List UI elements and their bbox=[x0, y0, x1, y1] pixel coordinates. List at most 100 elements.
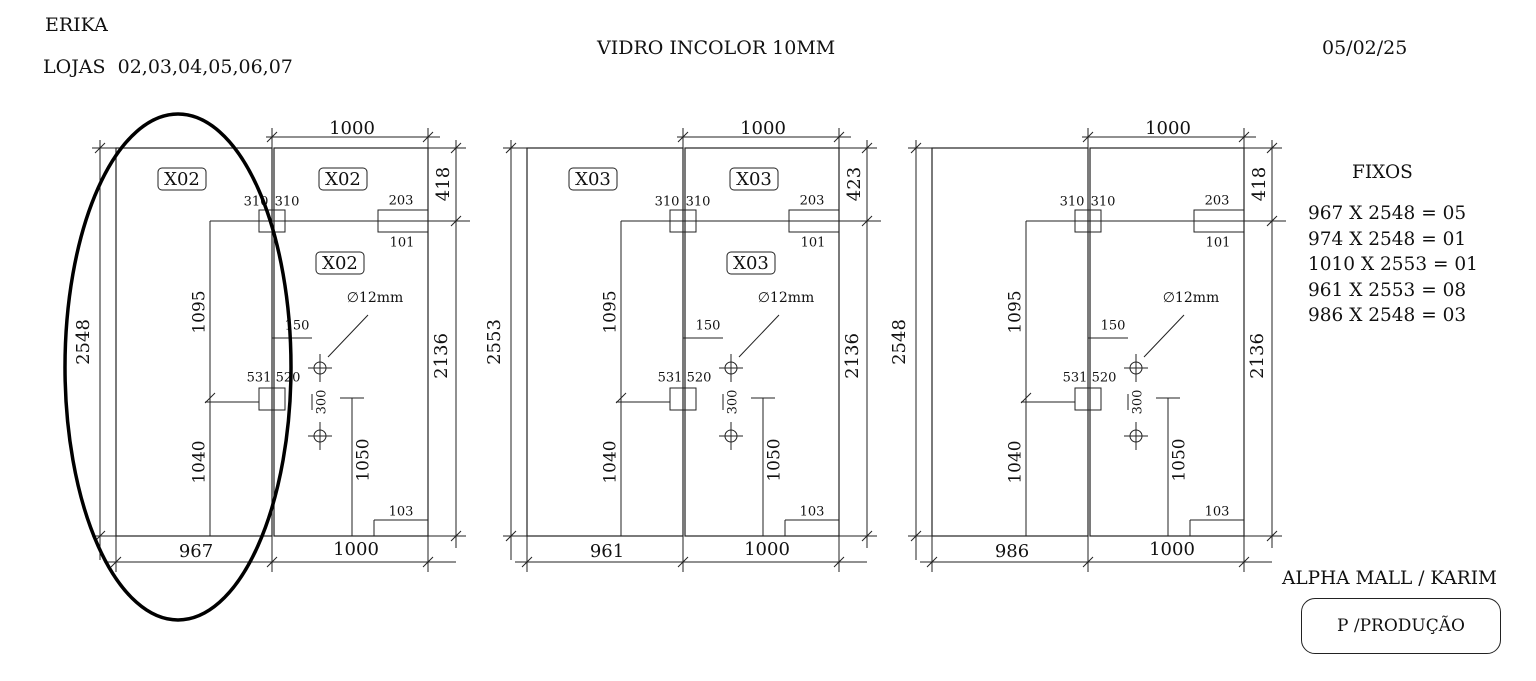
dim-tick bbox=[94, 142, 106, 154]
hole-spacing-label: 300 bbox=[1131, 390, 1146, 415]
piece-label: X03 bbox=[736, 169, 772, 190]
hole-spacing-label: 300 bbox=[726, 390, 741, 415]
piece-label-box bbox=[315, 251, 365, 275]
dim-tick bbox=[615, 392, 627, 404]
bottom-right-width-label: 1000 bbox=[744, 539, 790, 560]
hinge-mid-right-label: 520 bbox=[1092, 371, 1117, 386]
dim-tick bbox=[1238, 131, 1250, 143]
fixed-glass-panel bbox=[931, 147, 1089, 537]
upper-dim-label: 1095 bbox=[601, 290, 621, 333]
bottom-right-width-label: 1000 bbox=[1149, 539, 1195, 560]
hole-leader bbox=[1143, 314, 1185, 358]
dim-tick bbox=[266, 556, 278, 568]
mid-hinge-box bbox=[1074, 387, 1102, 411]
top-width-label: 1000 bbox=[1145, 118, 1191, 139]
top-clamp-box bbox=[377, 209, 429, 233]
upper-dim-label: 1095 bbox=[190, 290, 210, 333]
dim-tick bbox=[1266, 530, 1278, 542]
clamp-top-label: 203 bbox=[1205, 194, 1230, 209]
dim-tick bbox=[1238, 556, 1250, 568]
top-right-height-label: 423 bbox=[844, 167, 865, 201]
mid-hinge-box bbox=[258, 387, 286, 411]
dim-tick bbox=[910, 142, 922, 154]
overall-height-label: 2548 bbox=[889, 319, 910, 365]
top-right-height-label: 418 bbox=[1249, 167, 1270, 201]
overall-height-label: 2548 bbox=[73, 319, 94, 365]
right-height-label: 2136 bbox=[1247, 333, 1268, 379]
fixed-glass-panel bbox=[526, 147, 684, 537]
lower-dim-label: 1040 bbox=[190, 440, 210, 483]
fixed-glass-panel bbox=[115, 147, 273, 537]
clamp-bottom-label: 101 bbox=[1206, 236, 1231, 251]
dim-tick bbox=[1082, 556, 1094, 568]
top-right-height-label: 418 bbox=[433, 167, 454, 201]
right-height-label: 2136 bbox=[842, 333, 863, 379]
fixos-item: 961 X 2553 = 08 bbox=[1308, 279, 1467, 301]
door-glass-panel bbox=[1089, 147, 1245, 537]
offset-label: 150 bbox=[1101, 319, 1126, 334]
top-clamp-box bbox=[1193, 209, 1245, 233]
piece-label: X02 bbox=[164, 169, 200, 190]
top-hinge-box bbox=[1074, 209, 1102, 233]
piece-label: X03 bbox=[733, 253, 769, 274]
fixos-title: FIXOS bbox=[1352, 162, 1413, 183]
hinge-top-right-label: 310 bbox=[1091, 195, 1116, 210]
hole-diameter-label: ∅12mm bbox=[758, 290, 815, 306]
dim-tick bbox=[422, 556, 434, 568]
lower-dim-label: 1040 bbox=[1006, 440, 1026, 483]
hinge-mid-right-label: 520 bbox=[276, 371, 301, 386]
hinge-mid-left-label: 531 bbox=[1063, 371, 1088, 386]
dim-tick bbox=[833, 131, 845, 143]
piece-label-box bbox=[568, 167, 618, 191]
top-width-label: 1000 bbox=[740, 118, 786, 139]
dim-tick bbox=[505, 530, 517, 542]
highlight-ellipse bbox=[63, 112, 293, 622]
dim-tick bbox=[1082, 131, 1094, 143]
hole-spacing-label: 300 bbox=[315, 390, 330, 415]
mid-hinge-box bbox=[669, 387, 697, 411]
bottom-small-label: 103 bbox=[389, 505, 414, 520]
top-hinge-box bbox=[669, 209, 697, 233]
dim-tick bbox=[521, 556, 533, 568]
piece-label: X03 bbox=[575, 169, 611, 190]
hinge-top-right-label: 310 bbox=[686, 195, 711, 210]
dim-tick bbox=[1020, 392, 1032, 404]
dim-tick bbox=[926, 556, 938, 568]
fixos-item: 986 X 2548 = 03 bbox=[1308, 305, 1467, 326]
dim-tick bbox=[266, 131, 278, 143]
lower-dim-label: 1040 bbox=[601, 440, 621, 483]
dim-tick bbox=[1266, 142, 1278, 154]
dim-tick bbox=[910, 530, 922, 542]
project-name: ALPHA MALL / KARIM bbox=[1282, 568, 1497, 589]
door-glass-panel bbox=[684, 147, 840, 537]
handle-height-label: 1050 bbox=[765, 438, 785, 481]
piece-label-box bbox=[726, 251, 776, 275]
hinge-mid-left-label: 531 bbox=[247, 371, 272, 386]
dim-tick bbox=[861, 530, 873, 542]
dim-tick bbox=[110, 556, 122, 568]
material-title: VIDRO INCOLOR 10MM bbox=[597, 37, 836, 59]
hole-leader bbox=[327, 314, 369, 358]
bottom-small-label: 103 bbox=[800, 505, 825, 520]
upper-dim-label: 1095 bbox=[1006, 290, 1026, 333]
piece-label-box bbox=[318, 167, 368, 191]
dim-tick bbox=[204, 392, 216, 404]
left-width-label: 986 bbox=[995, 541, 1029, 562]
clamp-bottom-label: 101 bbox=[390, 236, 415, 251]
piece-label-box bbox=[729, 167, 779, 191]
fixos-list: 967 X 2548 = 05 974 X 2548 = 01 1010 X 2… bbox=[1308, 201, 1478, 329]
offset-label: 150 bbox=[696, 319, 721, 334]
drawing-date: 05/02/25 bbox=[1322, 37, 1408, 59]
hinge-mid-left-label: 531 bbox=[658, 371, 683, 386]
clamp-bottom-label: 101 bbox=[801, 236, 826, 251]
dim-tick bbox=[1266, 215, 1278, 227]
dim-tick bbox=[677, 131, 689, 143]
left-width-label: 967 bbox=[179, 541, 213, 562]
dim-tick bbox=[861, 215, 873, 227]
hinge-top-right-label: 310 bbox=[275, 195, 300, 210]
dim-tick bbox=[450, 530, 462, 542]
